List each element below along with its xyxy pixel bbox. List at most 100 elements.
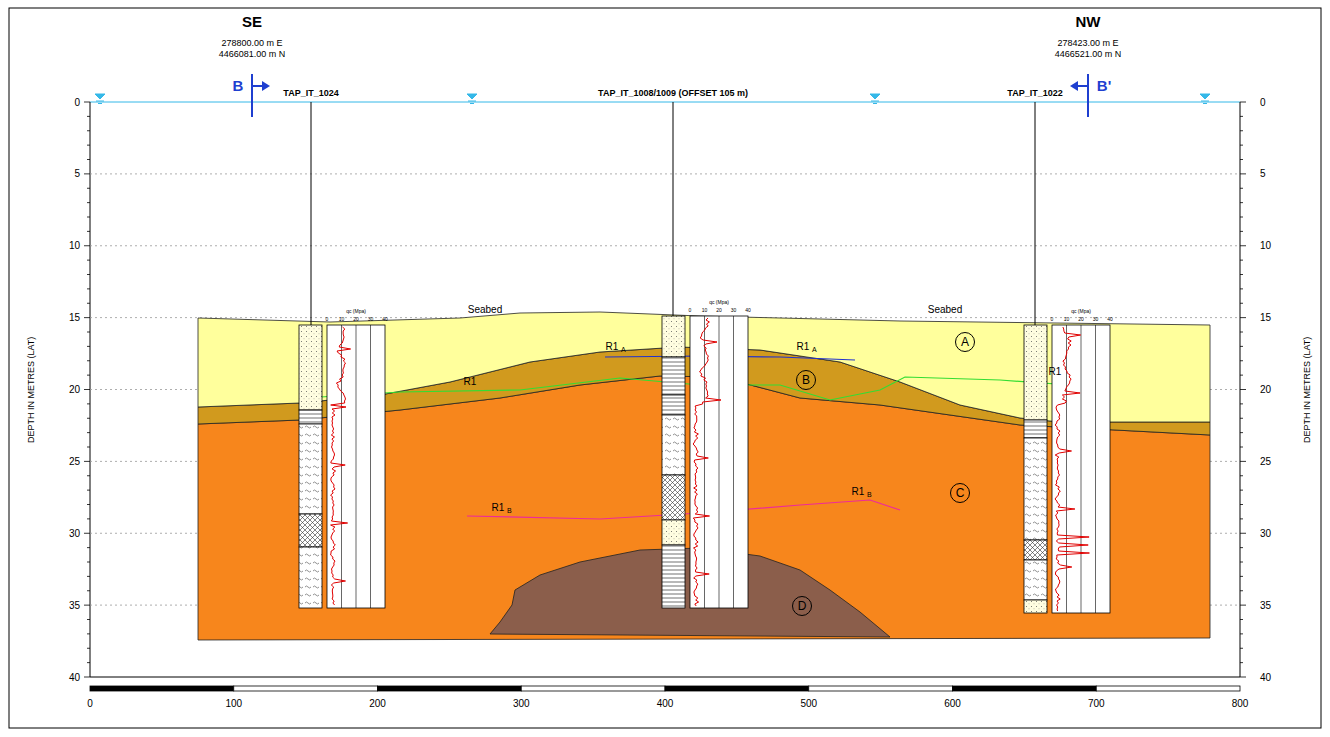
distance-tick: 100 xyxy=(225,698,242,709)
depth-tick: 15 xyxy=(69,312,80,323)
axis-tick xyxy=(1240,590,1243,591)
axis-tick xyxy=(84,102,1246,677)
section-flag xyxy=(262,81,270,91)
reflector-subscript: B xyxy=(867,491,872,499)
cpt-axis-title: qc (Mpa) xyxy=(1071,309,1091,315)
cpt-axis-tick: 30 xyxy=(368,317,374,323)
axis-tick xyxy=(1240,475,1243,476)
water-symbol xyxy=(1201,101,1209,102)
axis-tick xyxy=(84,461,90,462)
water-symbol xyxy=(870,94,880,99)
axis-tick xyxy=(1240,490,1243,491)
axis-tick xyxy=(1240,159,1243,160)
axis-tick xyxy=(87,159,90,160)
borehole-log xyxy=(704,316,705,608)
borehole-log xyxy=(693,318,721,606)
borehole-log xyxy=(1024,438,1047,540)
axis-tick xyxy=(1240,648,1243,649)
reflector-label: R1 xyxy=(797,341,810,352)
axis-tick xyxy=(1240,360,1243,361)
scale-bar xyxy=(809,686,953,691)
axis-tick xyxy=(1240,619,1243,620)
axis-tick xyxy=(87,547,90,548)
section-flag xyxy=(1078,85,1088,87)
coordinate: 4466081.00 m N xyxy=(219,50,286,60)
axis-tick xyxy=(87,188,90,189)
scale-bar xyxy=(234,686,378,691)
borehole-log xyxy=(327,325,385,608)
axis-tick xyxy=(1240,332,1243,333)
borehole-log xyxy=(299,424,322,514)
depth-tick: 25 xyxy=(69,456,80,467)
axis-tick xyxy=(1240,447,1243,448)
axis-tick xyxy=(1240,317,1246,318)
axis-tick xyxy=(87,332,90,333)
scale-bar xyxy=(378,686,522,691)
reflector-subscript: A xyxy=(812,346,817,354)
axis-tick xyxy=(87,648,90,649)
axis-tick xyxy=(87,403,90,404)
plot-axes xyxy=(90,677,1240,678)
depth-tick: 20 xyxy=(69,384,80,395)
depth-tick: 35 xyxy=(69,600,80,611)
borehole-line xyxy=(311,102,1035,325)
axis-tick xyxy=(87,202,90,203)
axis-tick xyxy=(87,432,90,433)
depth-tick: 5 xyxy=(1260,168,1266,179)
borehole-log xyxy=(1024,600,1047,613)
layer-letter: A xyxy=(961,336,969,348)
water-symbol xyxy=(873,103,877,104)
axis-tick xyxy=(87,447,90,448)
axis-title: DEPTH IN METRES (LAT) xyxy=(1303,337,1313,443)
axis-tick xyxy=(1240,418,1243,419)
cpt-axis-tick: 0 xyxy=(1051,317,1054,323)
axis-tick xyxy=(1240,274,1243,275)
water-symbol xyxy=(95,94,105,99)
axis-tick xyxy=(1240,288,1243,289)
reflector-label: R1 xyxy=(606,341,619,352)
cpt-axis-tick: 20 xyxy=(353,317,359,323)
layer-letter: C xyxy=(956,487,965,499)
axis-tick xyxy=(1240,562,1243,563)
distance-tick: 500 xyxy=(800,698,817,709)
axis-tick xyxy=(87,518,90,519)
water-symbol xyxy=(468,101,476,102)
cpt-axis-tick: 20 xyxy=(1078,317,1084,323)
borehole-line xyxy=(311,102,312,325)
distance-tick: 700 xyxy=(1088,698,1105,709)
depth-tick: 40 xyxy=(1260,672,1271,683)
axis-tick xyxy=(87,576,90,577)
axis-tick xyxy=(1240,130,1243,131)
distance-tick: 300 xyxy=(513,698,530,709)
axis-tick xyxy=(87,231,90,232)
axis-tick xyxy=(1240,389,1246,390)
borehole-log xyxy=(662,316,685,357)
axis-tick xyxy=(1240,188,1243,189)
axis-tick xyxy=(1240,504,1243,505)
axis-tick xyxy=(1240,245,1246,246)
water-line xyxy=(90,102,1240,103)
reflector-subscript: B xyxy=(507,507,512,515)
borehole-log xyxy=(662,415,685,475)
grid-line xyxy=(90,245,1240,246)
axis-tick xyxy=(1240,202,1243,203)
axis-tick xyxy=(1240,662,1243,663)
borehole-log xyxy=(356,325,357,608)
water-symbol xyxy=(1200,94,1210,99)
axis-tick xyxy=(87,274,90,275)
borehole-log xyxy=(299,514,322,547)
borehole-log xyxy=(1024,540,1047,560)
water-symbol xyxy=(467,94,477,99)
water-symbol xyxy=(98,103,102,104)
axis-tick xyxy=(1240,605,1246,606)
section-end: SE xyxy=(242,14,262,31)
borehole-log xyxy=(1095,325,1096,613)
axis-tick xyxy=(87,375,90,376)
depth-tick: 15 xyxy=(1260,312,1271,323)
axis-tick xyxy=(1240,102,1246,103)
axis-tick xyxy=(87,116,90,117)
section-letter: B' xyxy=(1097,78,1111,95)
borehole-log xyxy=(662,357,685,395)
borehole-log xyxy=(341,325,342,608)
axis-tick xyxy=(87,504,90,505)
